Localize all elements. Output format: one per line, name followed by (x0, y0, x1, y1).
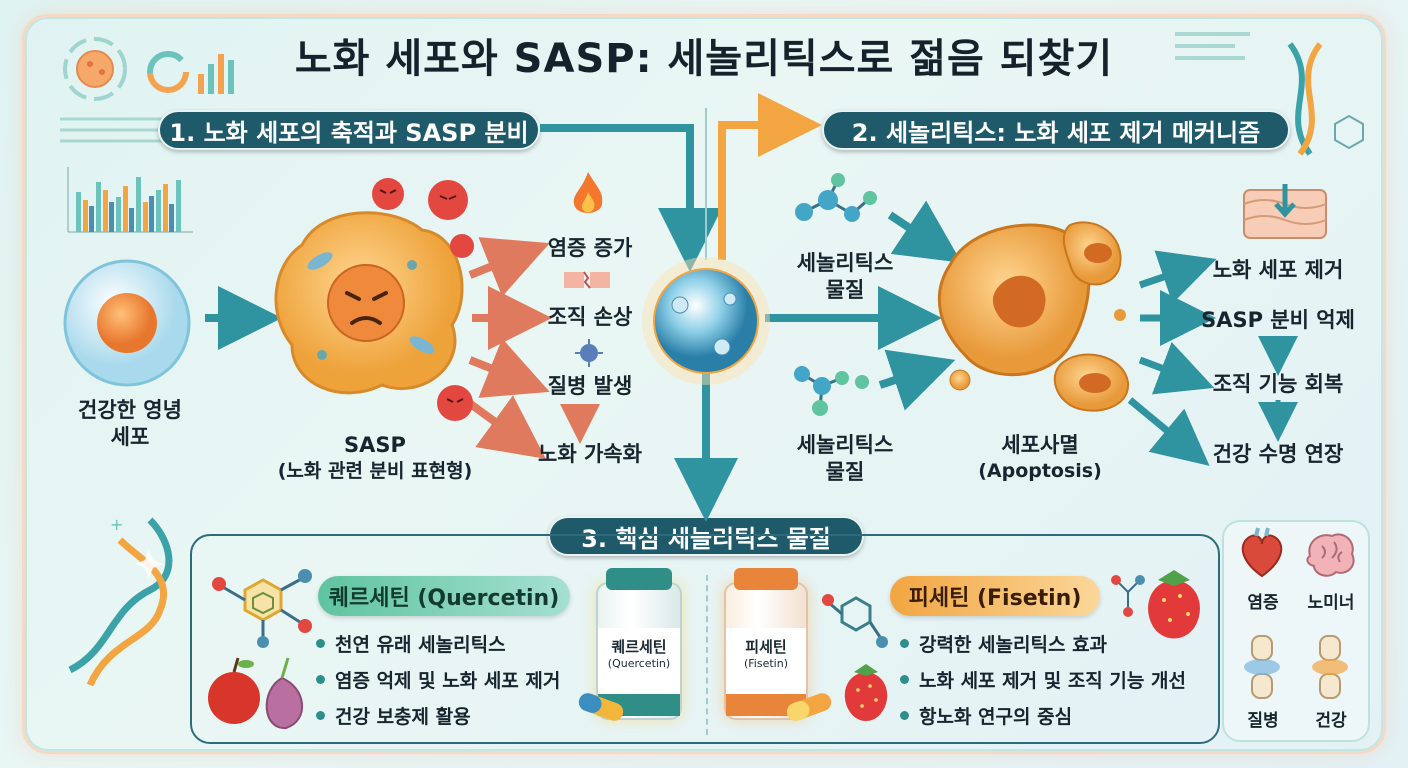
section3-label: 3. 핵심 세놀리틱스 물질 (548, 516, 864, 556)
quercetin-bottle-subtext: (Quercetin) (607, 656, 671, 670)
fisetin-bottle-text: 피세틴 (745, 638, 787, 656)
outcome-restore-tissue: 조직 기능 회복 (1212, 372, 1344, 396)
apoptosis-line2: (Apoptosis) (978, 460, 1102, 483)
quercetin-bottle-cap (606, 568, 672, 590)
sasp-line2: (노화 관련 분비 표현형) (277, 460, 473, 483)
effect-tissue-damage: 조직 손상 (547, 305, 633, 329)
svg-text:+: + (110, 515, 123, 534)
quercetin-bullet: 염증 억제 및 노화 세포 제거 (316, 666, 596, 693)
fisetin-bullet: 항노화 연구의 중심 (900, 702, 1216, 729)
healthy-cell-label: 건강한 영녕 세포 (40, 397, 220, 452)
fisetin-bottle-subtext: (Fisetin) (743, 656, 788, 670)
senolytic-bottom-line2: 물질 (825, 460, 865, 485)
section3-box (190, 534, 1220, 744)
quercetin-molecule-icon (212, 569, 312, 648)
section2-label: 2. 세놀리틱스: 노화 세포 제거 메커니즘 (822, 110, 1290, 150)
effect-disease: 질병 발생 (547, 374, 633, 398)
senolytic-bottom-line1: 세놀리틱스 (796, 433, 894, 457)
quercetin-capsule-icon (578, 693, 624, 721)
decor-bar-chart (67, 167, 193, 233)
quercetin-bottle-text: 퀘르세틴 (611, 638, 667, 656)
fisetin-bullet: 노화 세포 제거 및 조직 기능 개선 (900, 666, 1216, 693)
outcome-remove-senescent: 노화 세포 제거 (1212, 258, 1344, 282)
quercetin-bottle-label-bg (598, 628, 680, 694)
section3-divider (706, 575, 708, 735)
fisetin-name-pill: 피세틴 (Fisetin) (890, 576, 1100, 616)
senolytic-bottom-label: 세놀리틱스 물질 (775, 432, 915, 487)
fire-icon (573, 172, 603, 213)
fisetin-bottle-label: 피세틴 (Fisetin) (726, 638, 806, 671)
angry-sasp-molecule-bottom (437, 385, 473, 421)
senolytic-orb-illustration (642, 257, 770, 385)
outer-frame (22, 14, 1386, 754)
decor-dna-left: + (68, 515, 173, 687)
effect-inflammation: 염증 증가 (547, 236, 633, 260)
page-title: 노화 세포와 SASP: 세놀리틱스로 젊음 되찾기 (294, 36, 1114, 82)
quercetin-bullets: 천연 유래 세놀리틱스 염증 억제 및 노화 세포 제거 건강 보충제 활용 (316, 630, 596, 738)
decor-top-right-dna (1175, 32, 1364, 156)
effect-aging-acceleration: 노화 가속화 (538, 442, 642, 466)
senolytic-top-label: 세놀리틱스 물질 (780, 250, 910, 305)
senolytic-molecule-icon-bottom (794, 366, 869, 416)
fisetin-molecule-icon (822, 594, 888, 648)
sasp-label: SASP (노화 관련 분비 표현형) (255, 432, 495, 484)
quercetin-bottle-label: 퀘르세틴 (Quercetin) (598, 638, 680, 671)
senolytic-molecule-icon-top (795, 173, 877, 222)
apoptosis-cell-illustration (937, 221, 1130, 412)
outcome-extend-healthspan: 건강 수명 연장 (1212, 442, 1344, 466)
senolytic-top-line1: 세놀리틱스 (796, 251, 894, 275)
strawberry-icon-small (844, 664, 888, 721)
fisetin-capsule-icon (786, 693, 832, 721)
joint-icon-healthy (1312, 635, 1348, 699)
strawberry-molecule-icon (1111, 570, 1200, 639)
organ-label-disease: 질병 (1247, 711, 1279, 731)
decor-top-left (60, 37, 234, 143)
fisetin-bottle-cap (734, 568, 798, 590)
sasp-line1: SASP (344, 433, 406, 457)
fisetin-bullet: 강력한 세놀리틱스 효과 (900, 630, 1216, 657)
senolytic-top-line2: 물질 (825, 278, 865, 303)
virus-icon (575, 339, 603, 367)
organ-label-brain: 노미너 (1307, 593, 1355, 613)
broken-tissue-icon (564, 271, 610, 289)
healthy-cell-line1: 건강한 영녕 (78, 398, 182, 422)
healthy-cell-illustration (63, 259, 191, 387)
quercetin-name-pill: 퀘르세틴 (Quercetin) (318, 576, 570, 616)
angry-sasp-molecules-top (372, 178, 474, 258)
fisetin-bottle-band (726, 694, 806, 716)
healthy-cell-line2: 세포 (110, 425, 150, 450)
fisetin-bullets: 강력한 세놀리틱스 효과 노화 세포 제거 및 조직 기능 개선 항노화 연구의… (900, 630, 1216, 738)
apoptosis-label: 세포사멸 (Apoptosis) (965, 432, 1115, 484)
organ-label-health: 건강 (1315, 711, 1347, 731)
outcome-suppress-sasp: SASP 분비 억제 (1201, 308, 1355, 332)
tissue-layer-icon (1243, 184, 1327, 239)
organ-label-inflammation: 염증 (1247, 593, 1279, 613)
quercetin-bullet: 천연 유래 세놀리틱스 (316, 630, 596, 657)
quercetin-bullet: 건강 보충제 활용 (316, 702, 596, 729)
heart-icon (1241, 527, 1283, 578)
senescent-cell-illustration (274, 211, 464, 395)
apple-onion-icon (208, 657, 303, 730)
apoptosis-line1: 세포사멸 (1001, 433, 1079, 457)
section1-label: 1. 노화 세포의 축적과 SASP 분비 (158, 110, 540, 150)
joint-icon-disease (1244, 635, 1280, 699)
brain-icon (1306, 533, 1355, 577)
fisetin-bottle-label-bg (726, 628, 806, 694)
